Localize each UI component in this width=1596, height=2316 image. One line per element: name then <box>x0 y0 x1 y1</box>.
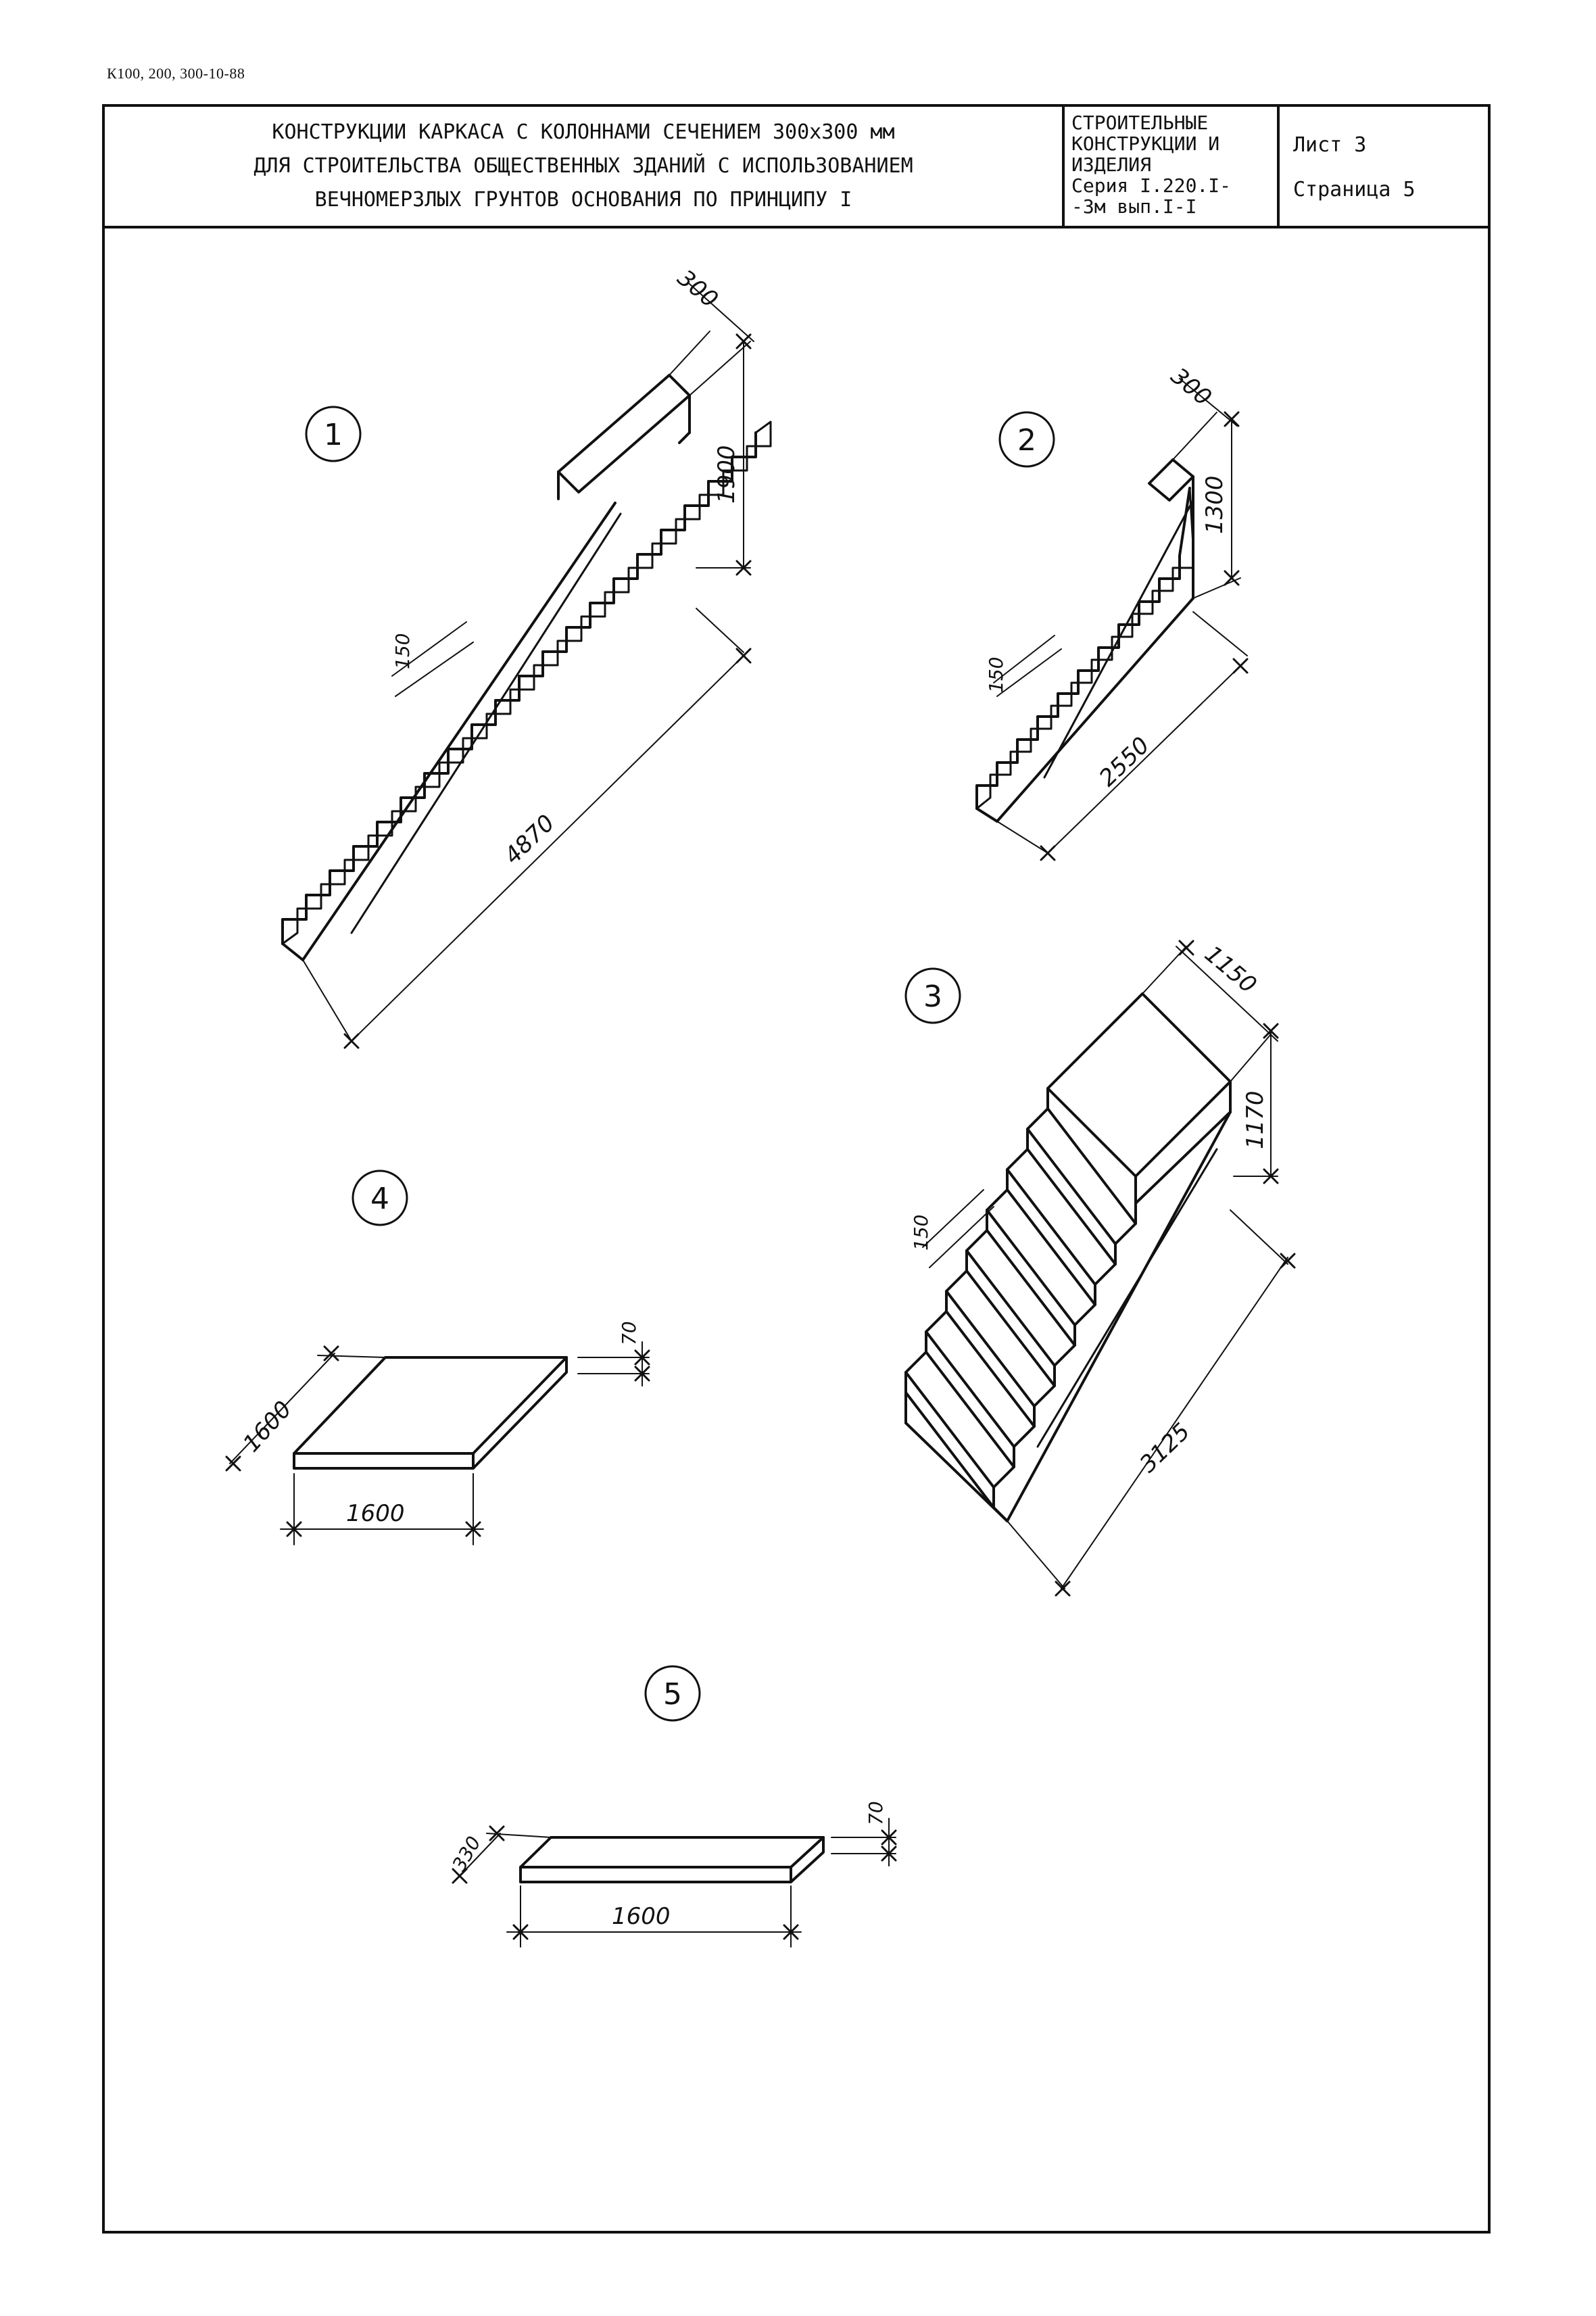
item-1-dim-height: 1900 <box>713 445 740 504</box>
item-5-number: 5 <box>663 1677 682 1712</box>
item-1-landing-end <box>678 431 691 444</box>
drawing-frame: КОНСТРУКЦИИ КАРКАСА С КОЛОННАМИ СЕЧЕНИЕМ… <box>102 104 1491 2234</box>
item-2-dim-length: 2550 <box>1094 732 1155 792</box>
item-3-underside-slope <box>1006 1111 1232 1522</box>
item-2-underside-slope <box>996 597 1194 823</box>
item-2-dim-2550-ext1 <box>996 821 1048 854</box>
item-1-back-edge <box>281 420 772 945</box>
item-2-dim-height: 1300 <box>1201 475 1228 534</box>
item-1-dim-150-a <box>391 621 467 677</box>
item-3-dim-3125-ext1 <box>1007 1520 1065 1589</box>
item-2-dim-2550-line <box>1047 665 1241 854</box>
item-4-number: 4 <box>370 1182 389 1216</box>
item-3-landing-top <box>1046 992 1232 1178</box>
item-3-dim-150-b <box>929 1206 994 1268</box>
page-number: Страница 5 <box>1293 178 1416 201</box>
item-1-dim-300-ext1 <box>669 331 710 376</box>
title-line-2: ДЛЯ СТРОИТЕЛЬСТВА ОБЩЕСТВЕННЫХ ЗДАНИЙ С … <box>253 154 913 178</box>
title-block-main: КОНСТРУКЦИИ КАРКАСА С КОЛОННАМИ СЕЧЕНИЕМ… <box>105 107 1065 228</box>
item-4-dim-depth-line <box>229 1353 335 1464</box>
item-4-dim-length: 1600 <box>346 1500 405 1527</box>
item-5-slab-right-edge <box>790 1836 825 1883</box>
item-1-dim-length: 4870 <box>499 810 560 870</box>
item-2-number: 2 <box>1017 423 1036 458</box>
item-4-slab-top <box>293 1356 568 1455</box>
item-1-underside-slope-inner <box>350 512 622 934</box>
item-2-dim-300-line <box>1179 378 1238 427</box>
item-3-dim-150-a <box>922 1189 984 1248</box>
item-4-slab: 4 1600 70 1600 <box>229 1169 650 1545</box>
item-1-dim-300-line <box>689 283 754 342</box>
item-4-slab-right-edge <box>472 1356 568 1470</box>
item-3-steps <box>904 1087 1137 1522</box>
item-3-dim-1150-ext2 <box>1230 1034 1272 1082</box>
document-code: К100, 200, 300-10-88 <box>107 65 245 82</box>
item-1-number: 1 <box>324 418 343 452</box>
item-4-number-circle <box>352 1169 408 1226</box>
item-1-underside-slope <box>301 502 616 961</box>
item-4-dim-depth: 1600 <box>238 1396 297 1457</box>
item-4-dim-thickness: 70 <box>618 1321 640 1345</box>
item-5-number-circle <box>644 1665 701 1722</box>
item-1-dim-300-ext2 <box>689 341 751 396</box>
item-3-dim-width: 1150 <box>1199 940 1261 998</box>
title-block-sheet: Лист 3 Страница 5 <box>1280 107 1488 228</box>
series-line-4: Серия I.220.I- <box>1071 174 1232 197</box>
item-1-dim-step: 150 <box>391 633 414 669</box>
item-1-dim-4870-ext1 <box>302 959 352 1042</box>
item-2-dim-150-b <box>996 648 1062 697</box>
item-3-underside-inner <box>1036 1148 1218 1448</box>
title-line-3: ВЕЧНОМЕРЗЛЫХ ГРУНТОВ ОСНОВАНИЯ ПО ПРИНЦИ… <box>314 188 852 212</box>
series-line-1: СТРОИТЕЛЬНЫЕ <box>1071 112 1209 134</box>
item-3-dim-3125-line <box>1061 1257 1288 1589</box>
item-1-dim-width: 300 <box>672 264 723 313</box>
item-5-slab-top <box>519 1836 825 1868</box>
item-5-slab: 5 330 70 1600 <box>448 1665 896 1948</box>
item-2-dim-width: 300 <box>1165 362 1216 411</box>
item-2-dim-step: 150 <box>985 657 1007 693</box>
item-2-underside <box>975 807 998 823</box>
item-5-slab-edges <box>519 1866 792 1883</box>
item-2-number-circle <box>998 411 1055 468</box>
item-2-dim-1300-ext <box>1192 577 1241 599</box>
item-3-flight: 3 <box>904 940 1288 1589</box>
item-3-dim-step: 150 <box>910 1215 932 1251</box>
item-3-dim-height: 1170 <box>1242 1090 1269 1149</box>
item-5-dim-length: 1600 <box>612 1903 671 1930</box>
item-3-landing-bottom <box>1134 1111 1232 1205</box>
item-4-slab-edges <box>293 1452 475 1470</box>
dimension-ticks <box>225 333 1296 1940</box>
item-2-back-edge <box>975 487 1194 810</box>
item-1-dim-4870-line <box>351 655 744 1042</box>
item-1-underside <box>281 942 304 961</box>
item-1-number-circle <box>305 406 362 462</box>
item-1-upper-landing <box>557 374 691 493</box>
item-2-underside-slope-inner <box>1043 499 1194 779</box>
series-line-3: ИЗДЕЛИЯ <box>1071 153 1152 176</box>
item-3-number: 3 <box>923 980 942 1014</box>
item-1-dim-4870-ext2 <box>696 608 744 653</box>
item-3-dim-3125-ext2 <box>1230 1209 1288 1265</box>
item-1-dim-150-b <box>395 642 474 697</box>
series-line-2: КОНСТРУКЦИИ И <box>1071 132 1220 155</box>
item-5-dim-thickness: 70 <box>865 1801 887 1825</box>
item-2-dim-150-a <box>993 635 1055 683</box>
item-2-dim-2550-ext2 <box>1192 611 1248 656</box>
item-1-front-face <box>281 431 757 945</box>
item-3-number-circle <box>904 967 961 1024</box>
item-1-stringer: 1 300 1900 150 4870 <box>281 264 772 1042</box>
series-line-5: -3м вып.I-I <box>1071 195 1197 218</box>
item-2-dim-300-ext <box>1172 412 1217 460</box>
title-block-series: СТРОИТЕЛЬНЫЕ КОНСТРУКЦИИ И ИЗДЕЛИЯ Серия… <box>1065 107 1280 228</box>
item-2-front-face <box>975 487 1191 810</box>
title-line-1: КОНСТРУКЦИИ КАРКАСА С КОЛОННАМИ СЕЧЕНИЕМ… <box>272 120 895 144</box>
item-2-stringer: 2 300 1300 150 2550 <box>975 362 1248 854</box>
sheet-number: Лист 3 <box>1293 133 1367 157</box>
item-2-top <box>1148 458 1194 502</box>
item-3-dim-1150-line <box>1176 946 1278 1042</box>
